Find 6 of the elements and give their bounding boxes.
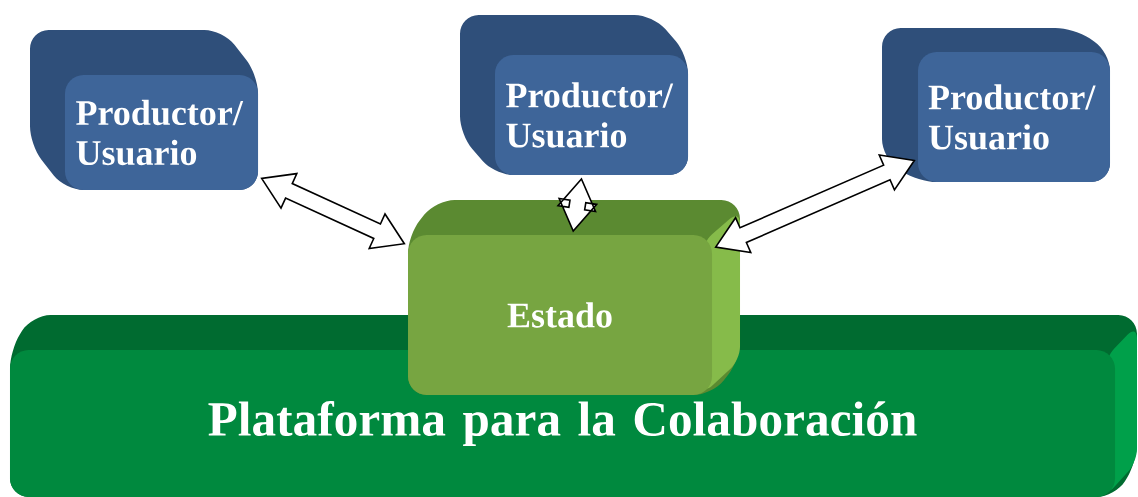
double-arrow [260, 172, 406, 250]
cuboid-box: Productor/ Usuario [30, 30, 259, 190]
cuboid-box: Estado [408, 200, 740, 395]
cuboid-box: Productor/ Usuario [882, 28, 1110, 182]
double-arrow [714, 154, 916, 254]
cuboid-box: Productor/ Usuario [460, 15, 689, 175]
